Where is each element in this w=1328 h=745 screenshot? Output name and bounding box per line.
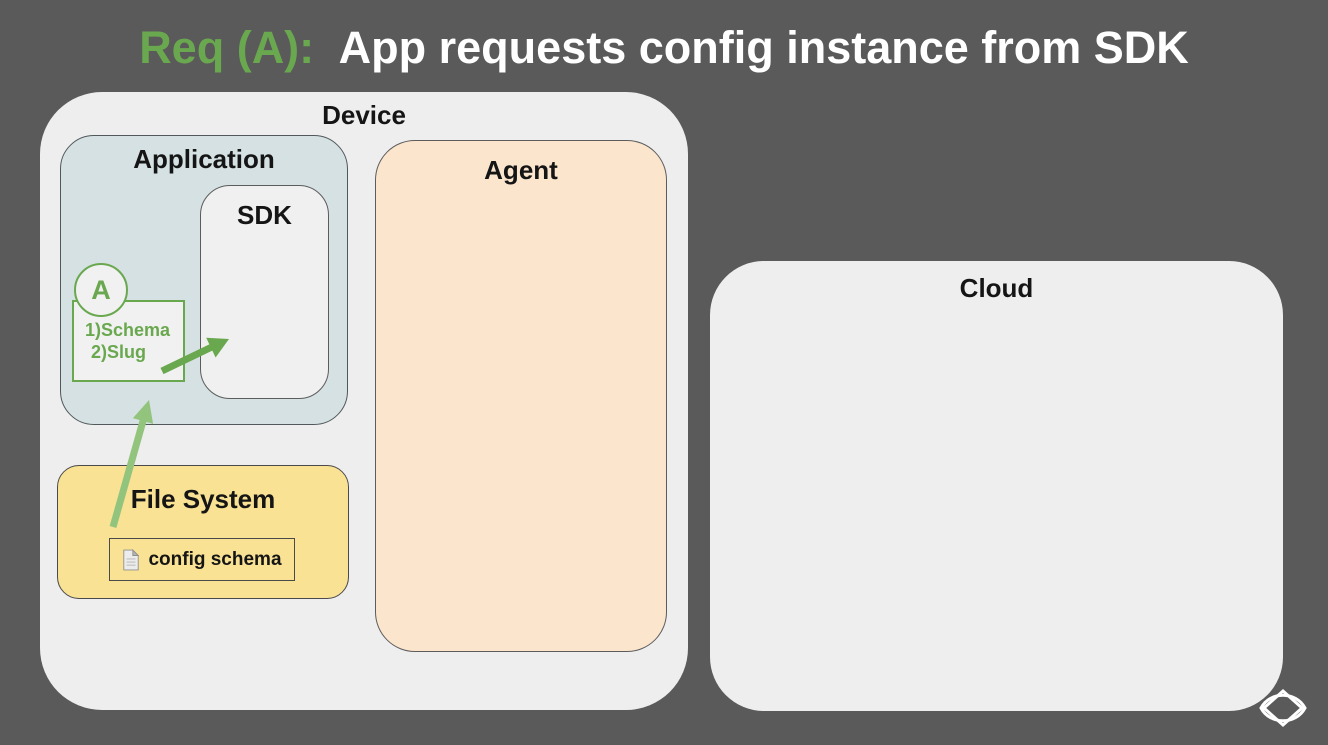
request-param-slug: 2)Slug bbox=[91, 342, 147, 362]
device-label: Device bbox=[322, 100, 406, 130]
file-system-label: File System bbox=[130, 484, 276, 514]
agent-box: Agent bbox=[375, 140, 667, 652]
viam-logo-icon bbox=[1259, 688, 1307, 728]
config-schema-file: config schema bbox=[109, 538, 295, 581]
sdk-box: SDK bbox=[200, 185, 329, 399]
title-step-prefix: Req (A): bbox=[139, 22, 315, 73]
agent-label: Agent bbox=[484, 155, 558, 185]
application-label: Application bbox=[133, 144, 275, 174]
request-param-schema: 1)Schema bbox=[85, 320, 171, 340]
file-document-icon bbox=[123, 548, 140, 570]
step-marker-a: A bbox=[74, 263, 128, 317]
step-marker-label: A bbox=[91, 274, 111, 305]
config-schema-label: config schema bbox=[148, 548, 282, 570]
title-text: App requests config instance from SDK bbox=[338, 22, 1189, 73]
sdk-label: SDK bbox=[237, 200, 292, 230]
device-box: Device Application SDK Agent File System bbox=[40, 92, 688, 710]
cloud-label: Cloud bbox=[959, 273, 1034, 303]
page-title: Req (A): App requests config instance fr… bbox=[0, 22, 1328, 74]
file-system-box: File System config schema bbox=[57, 465, 349, 599]
cloud-box: Cloud bbox=[710, 261, 1283, 711]
